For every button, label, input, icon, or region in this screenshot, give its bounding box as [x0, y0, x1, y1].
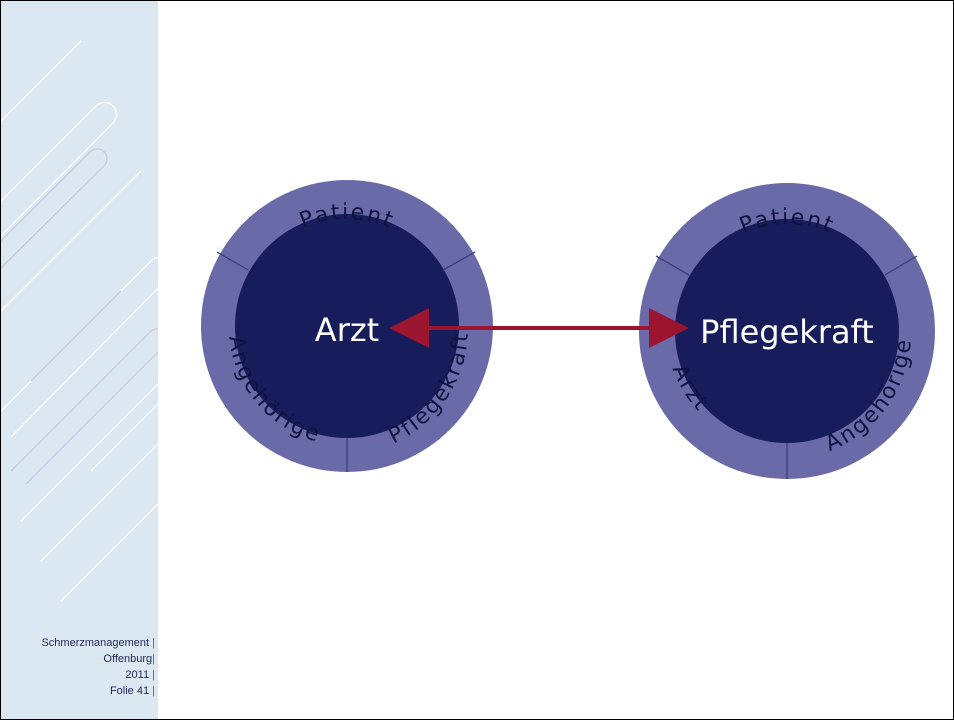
- right-core-circle: [675, 219, 899, 443]
- footer-line: 2011 |: [125, 669, 155, 681]
- footer-line: Offenburg|: [103, 653, 155, 665]
- left-core-circle: [235, 214, 459, 438]
- right-center-label: Pflegekraft: [700, 313, 874, 351]
- footer-line: Folie 41 |: [109, 685, 155, 697]
- slide-footer: Schmerzmanagement | Offenburg| 2011 | Fo…: [1, 635, 157, 699]
- footer-line: Schmerzmanagement |: [41, 637, 155, 649]
- right-ring-diagram: Patient Angehörige Arzt Pflegekraft: [639, 183, 935, 479]
- left-center-label: Arzt: [315, 311, 379, 349]
- left-ring-diagram: Patient Pflegekraft Angehörige Arzt: [201, 180, 493, 472]
